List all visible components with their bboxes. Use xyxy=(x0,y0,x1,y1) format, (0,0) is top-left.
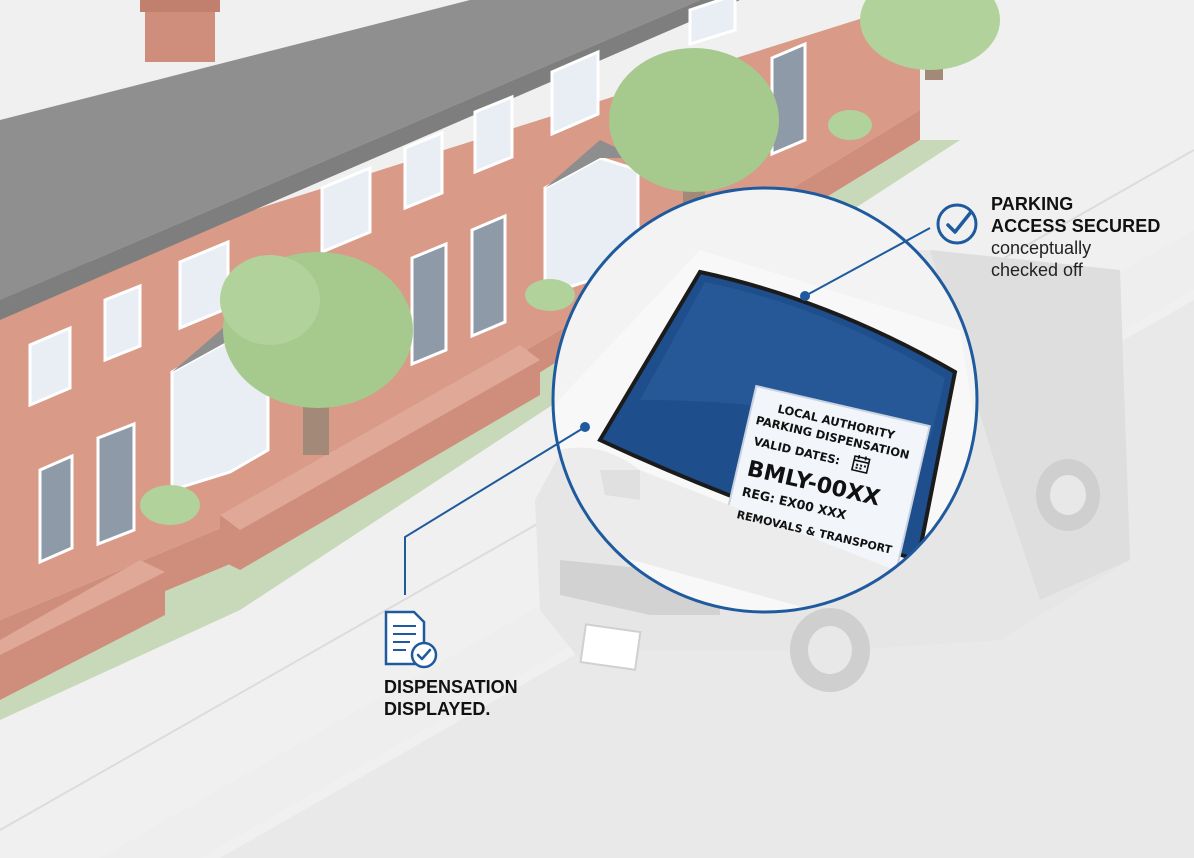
tree xyxy=(860,0,1000,80)
magnifier-lens xyxy=(553,188,977,612)
tree xyxy=(220,252,413,455)
document-check-icon xyxy=(384,610,438,669)
dispensation-line-1: DISPENSATION xyxy=(384,677,518,697)
tree xyxy=(609,48,779,215)
calendar-icon xyxy=(850,454,871,475)
dispensation-callout: DISPENSATION DISPLAYED. xyxy=(384,676,604,720)
callout-connector xyxy=(404,227,931,595)
check-circle-icon xyxy=(936,203,978,245)
callout-subtitle-line-2: checked off xyxy=(991,260,1083,280)
callout-subtitle-line-1: conceptually xyxy=(991,238,1092,258)
callout-title-line-1: PARKING xyxy=(991,194,1074,214)
lens-ring xyxy=(551,186,979,614)
callout-title-line-2: ACCESS SECURED xyxy=(991,216,1161,236)
dispensation-line-2: DISPLAYED. xyxy=(384,699,491,719)
parking-access-callout: PARKING ACCESS SECURED conceptually chec… xyxy=(991,193,1191,281)
